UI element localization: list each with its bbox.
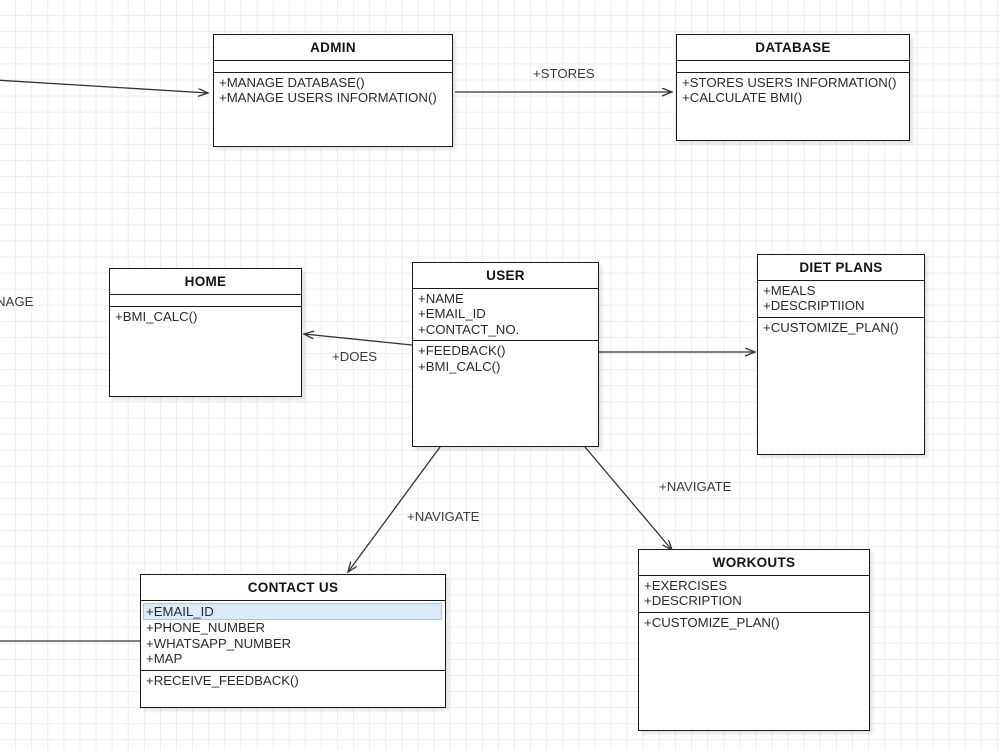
edge-user-to-home (304, 334, 413, 346)
class-title-user: USER (413, 263, 598, 289)
edge-label-stores: +STORES (533, 66, 595, 81)
class-attribute-selected[interactable]: +EMAIL_ID (143, 603, 442, 621)
edge-label-navigate-right: +NAVIGATE (659, 479, 732, 494)
edge-label-does: +DOES (332, 349, 378, 364)
class-methods-home: +BMI_CALC() (110, 307, 301, 397)
class-method[interactable]: +BMI_CALC() (418, 358, 501, 374)
class-attributes-contact-us: +EMAIL_ID +PHONE_NUMBER +WHATSAPP_NUMBER… (141, 601, 445, 671)
class-method[interactable]: +BMI_CALC() (115, 309, 198, 324)
class-title-contact-us: CONTACT US (141, 575, 445, 601)
class-title-workouts: WORKOUTS (639, 550, 869, 576)
class-attributes-home (110, 295, 301, 307)
edge-label-navigate-left: +NAVIGATE (407, 509, 480, 524)
class-box-admin[interactable]: ADMIN +MANAGE DATABASE() +MANAGE USERS I… (213, 34, 453, 147)
class-title-database: DATABASE (677, 35, 909, 61)
class-methods-admin: +MANAGE DATABASE() +MANAGE USERS INFORMA… (214, 73, 452, 147)
class-box-home[interactable]: HOME +BMI_CALC() (109, 268, 302, 397)
class-attribute[interactable]: +MEALS (763, 283, 816, 298)
class-attribute[interactable]: +DESCRIPTION (644, 593, 742, 609)
class-attributes-database (677, 61, 909, 73)
class-attribute[interactable]: +PHONE_NUMBER (146, 620, 266, 636)
class-method[interactable]: +RECEIVE_FEEDBACK() (146, 672, 299, 688)
class-box-diet-plans[interactable]: DIET PLANS +MEALS +DESCRIPTIION +CUSTOMI… (757, 254, 925, 455)
class-method[interactable]: +CALCULATE BMI() (682, 90, 803, 106)
class-box-workouts[interactable]: WORKOUTS +EXERCISES +DESCRIPTION +CUSTOM… (638, 549, 870, 731)
edge-user-to-workouts (584, 446, 672, 550)
class-attributes-diet-plans: +MEALS +DESCRIPTIION (758, 281, 924, 318)
class-attribute[interactable]: +CONTACT_NO. (418, 321, 520, 337)
class-methods-workouts: +CUSTOMIZE_PLAN() (639, 613, 869, 731)
class-attributes-admin (214, 61, 452, 73)
class-attribute[interactable]: +EXERCISES (644, 578, 728, 593)
class-attribute[interactable]: +DESCRIPTIION (763, 298, 865, 314)
class-method[interactable]: +FEEDBACK() (418, 343, 506, 359)
class-method[interactable]: +STORES USERS INFORMATION() (682, 75, 897, 90)
class-title-diet-plans: DIET PLANS (758, 255, 924, 281)
class-methods-contact-us: +RECEIVE_FEEDBACK() (141, 671, 445, 708)
class-method[interactable]: +CUSTOMIZE_PLAN() (644, 614, 780, 630)
class-attribute[interactable]: +EMAIL_ID (418, 306, 486, 322)
class-method[interactable]: +MANAGE USERS INFORMATION() (219, 90, 437, 106)
class-box-user[interactable]: USER +NAME +EMAIL_ID +CONTACT_NO. +FEEDB… (412, 262, 599, 447)
class-methods-user: +FEEDBACK() +BMI_CALC() (413, 341, 598, 447)
class-method[interactable]: +MANAGE DATABASE() (219, 75, 365, 90)
class-attribute[interactable]: +WHATSAPP_NUMBER (146, 635, 292, 651)
class-title-admin: ADMIN (214, 35, 452, 61)
class-methods-database: +STORES USERS INFORMATION() +CALCULATE B… (677, 73, 909, 141)
class-method[interactable]: +CUSTOMIZE_PLAN() (763, 319, 899, 335)
edge-label-manage-clipped: NAGE (0, 294, 34, 309)
class-attribute[interactable]: +NAME (418, 291, 464, 306)
edge-external-to-admin (0, 79, 208, 93)
class-box-database[interactable]: DATABASE +STORES USERS INFORMATION() +CA… (676, 34, 910, 141)
class-box-contact-us[interactable]: CONTACT US +EMAIL_ID +PHONE_NUMBER +WHAT… (140, 574, 446, 708)
class-attribute[interactable]: +MAP (146, 651, 183, 667)
class-title-home: HOME (110, 269, 301, 295)
class-attributes-user: +NAME +EMAIL_ID +CONTACT_NO. (413, 289, 598, 342)
class-methods-diet-plans: +CUSTOMIZE_PLAN() (758, 318, 924, 455)
class-attributes-workouts: +EXERCISES +DESCRIPTION (639, 576, 869, 613)
